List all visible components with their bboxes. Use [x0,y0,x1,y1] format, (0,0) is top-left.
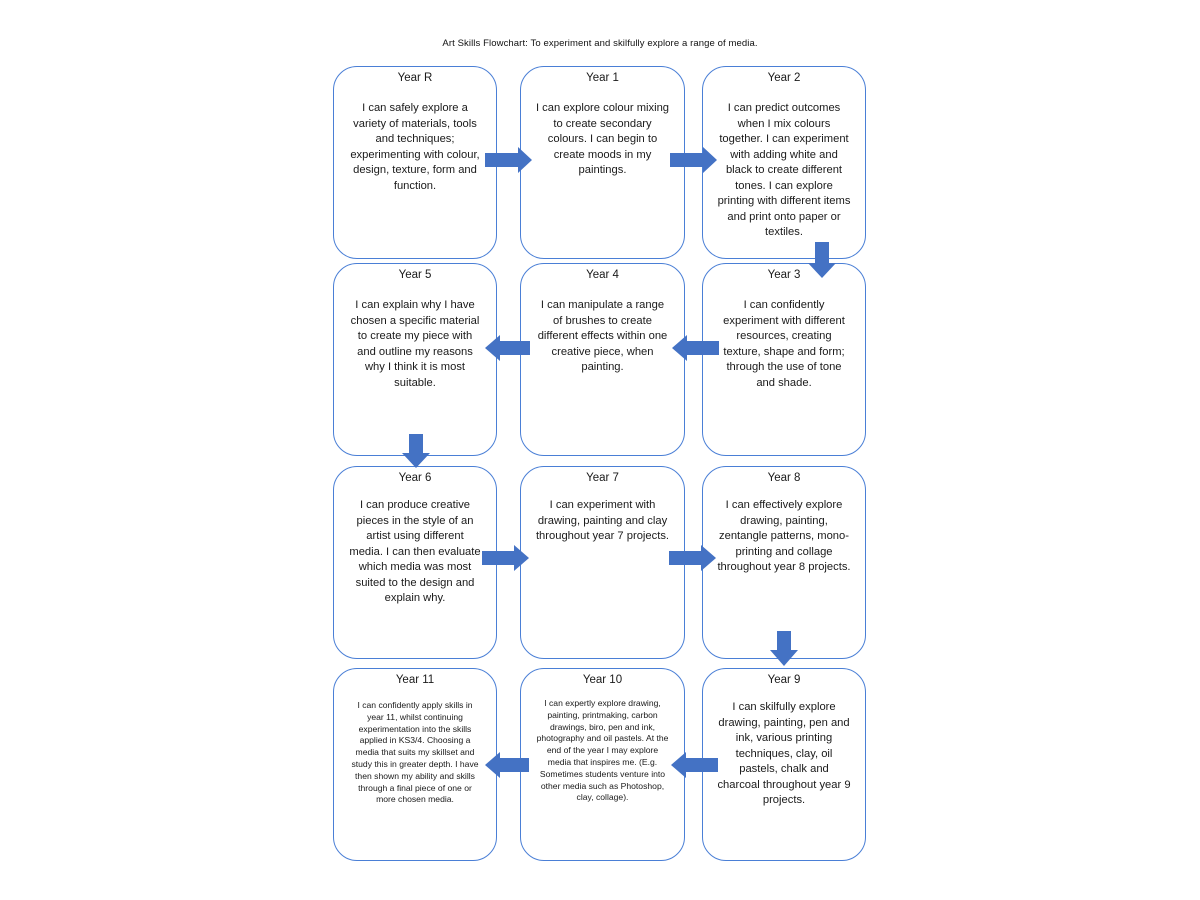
box-year-label: Year 8 [767,472,801,484]
box-year-r: Year R I can safely explore a variety of… [333,66,497,259]
box-year-label: Year 3 [767,269,801,281]
box-year-10: Year 10 I can expertly explore drawing, … [520,668,685,861]
box-year-label: Year 4 [586,269,619,281]
box-year-label: Year 5 [398,269,432,281]
box-description: I can confidently apply skills in year 1… [351,700,479,805]
box-year-11: Year 11 I can confidently apply skills i… [333,668,497,861]
box-description: I can experiment with drawing, painting … [535,499,670,542]
box-year-label: Year 9 [767,674,801,686]
box-year-8: Year 8 I can effectively explore drawing… [702,466,866,659]
box-year-6: Year 6 I can produce creative pieces in … [333,466,497,659]
box-year-label: Year 11 [395,674,435,686]
box-year-7: Year 7 I can experiment with drawing, pa… [520,466,685,659]
box-description: I can skilfully explore drawing, paintin… [717,701,851,806]
box-year-label: Year 6 [398,472,432,484]
box-year-label: Year 10 [582,674,623,686]
box-year-2: Year 2 I can predict outcomes when I mix… [702,66,866,259]
box-year-3: Year 3 I can confidently experiment with… [702,263,866,456]
box-description: I can confidently experiment with differ… [723,299,845,389]
box-year-label: Year 2 [767,72,801,84]
box-year-label: Year R [397,72,433,84]
box-description: I can explain why I have chosen a specif… [350,299,480,389]
box-year-4: Year 4 I can manipulate a range of brush… [520,263,685,456]
box-year-label: Year 7 [586,472,619,484]
box-description: I can expertly explore drawing, painting… [536,698,669,803]
box-description: I can effectively explore drawing, paint… [717,499,851,573]
box-description: I can produce creative pieces in the sty… [349,499,481,604]
box-year-9: Year 9 I can skilfully explore drawing, … [702,668,866,861]
box-description: I can safely explore a variety of materi… [350,102,480,192]
box-year-label: Year 1 [586,72,619,84]
box-description: I can predict outcomes when I mix colour… [717,102,851,238]
box-description: I can explore colour mixing to create se… [535,102,670,176]
box-year-5: Year 5 I can explain why I have chosen a… [333,263,497,456]
box-year-1: Year 1 I can explore colour mixing to cr… [520,66,685,259]
flowchart-title: Art Skills Flowchart: To experiment and … [442,38,758,49]
box-description: I can manipulate a range of brushes to c… [537,299,668,373]
